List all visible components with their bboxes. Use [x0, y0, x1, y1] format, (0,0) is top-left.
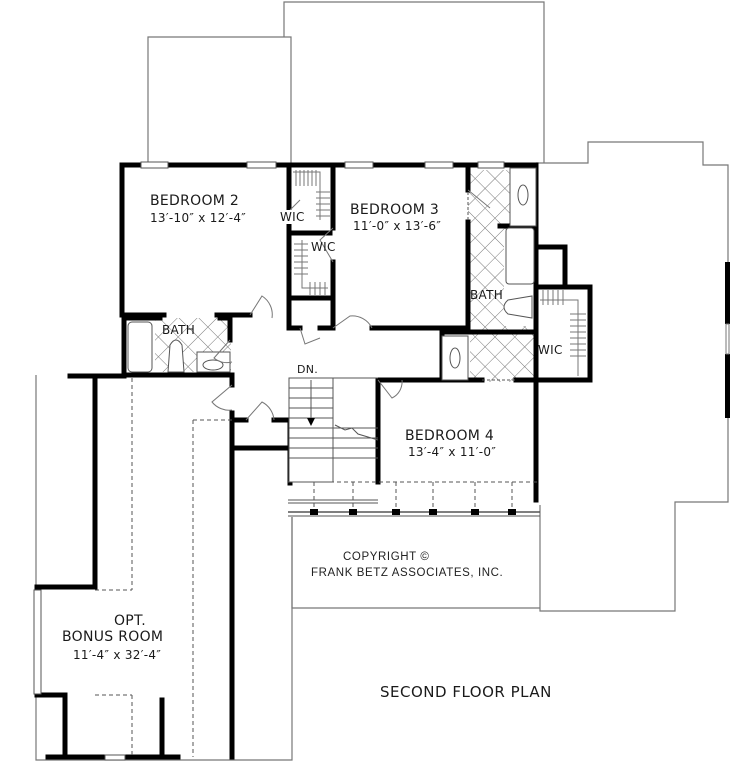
bath-left-label: BATH: [162, 323, 196, 337]
bath-fixtures: [127, 167, 537, 381]
top-windows: [140, 161, 505, 169]
bonus-dims: 11′-4″ x 32′-4″: [73, 648, 162, 662]
bedroom2-dims: 13′-10″ x 12′-4″: [150, 211, 247, 225]
bedroom2-name: BEDROOM 2: [150, 193, 240, 209]
bonus-name-line1: OPT.: [113, 613, 146, 629]
bedroom4-front-wall: [288, 499, 540, 517]
stairs-down-label: DN.: [297, 363, 319, 376]
wic1-label: WIC: [280, 210, 305, 224]
door-swings: [211, 189, 491, 421]
plan-title: SECOND FLOOR PLAN: [380, 683, 552, 701]
bath-right-label: BATH: [470, 288, 504, 302]
bedroom3-name: BEDROOM 3: [350, 202, 440, 218]
bedroom3-dims: 11′-0″ x 13′-6″: [353, 219, 442, 233]
roof-outline: [35, 1, 729, 761]
wic3-label: WIC: [538, 343, 563, 357]
right-gable-window: [725, 262, 730, 418]
bedroom4-name: BEDROOM 4: [405, 428, 495, 444]
copyright-line2: FRANK BETZ ASSOCIATES, INC.: [311, 567, 504, 579]
bonus-name-line2: BONUS ROOM: [62, 629, 164, 645]
staircase: [288, 377, 379, 483]
bedroom4-dims: 13′-4″ x 11′-0″: [408, 445, 497, 459]
wic2-label: WIC: [311, 240, 336, 254]
closet-shelving: [293, 170, 586, 376]
copyright-line1: COPYRIGHT ©: [343, 551, 430, 563]
